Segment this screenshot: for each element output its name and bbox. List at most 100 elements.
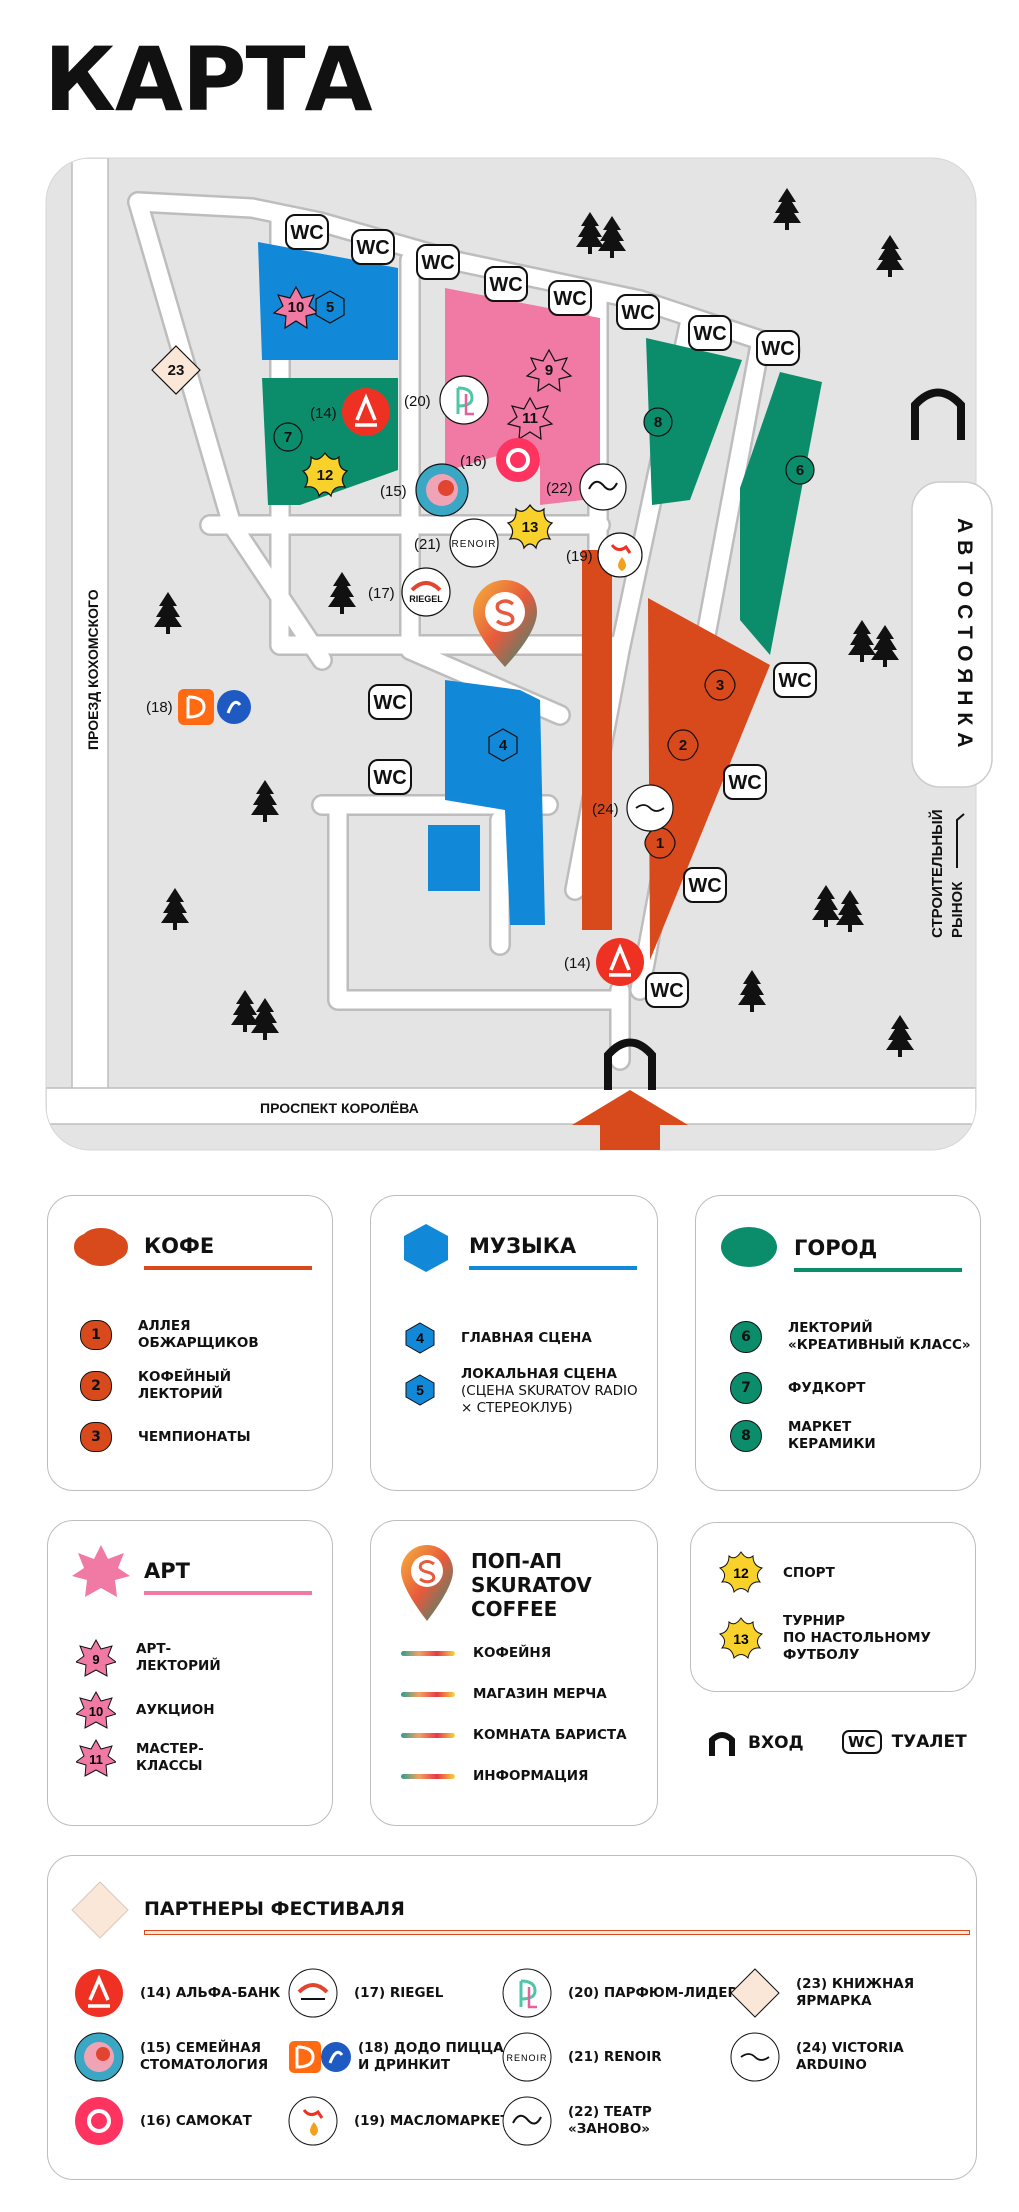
marker-1-icon: 1 xyxy=(644,827,676,859)
partner-item: (22) ТЕАТР «ЗАНОВО» xyxy=(502,2096,652,2146)
svg-text:WC: WC xyxy=(650,980,683,1002)
svg-text:WC: WC xyxy=(621,302,654,324)
svg-text:9: 9 xyxy=(92,1652,99,1667)
svg-text:12: 12 xyxy=(733,1565,749,1581)
legend-art-bar xyxy=(144,1591,312,1595)
legend-item-label: МАРКЕТ КЕРАМИКИ xyxy=(788,1419,876,1452)
svg-text:2: 2 xyxy=(679,737,687,754)
partners-bar xyxy=(144,1930,970,1935)
partner-item: (20) ПАРФЮМ-ЛИДЕР xyxy=(502,1968,737,2018)
wc-icon: WC xyxy=(756,330,800,366)
wc-icon: WC xyxy=(616,294,660,330)
svg-text:23: 23 xyxy=(168,362,185,379)
svg-text:WC: WC xyxy=(290,222,323,244)
marker-11-icon: 11 xyxy=(506,396,554,441)
street-bottom-label: ПРОСПЕКТ КОРОЛЁВА xyxy=(260,1100,419,1116)
drinkit-icon xyxy=(217,690,251,724)
samokat-icon xyxy=(75,2097,123,2145)
svg-text:4: 4 xyxy=(499,737,508,754)
partner-item: RENOIR (21) RENOIR xyxy=(502,2032,662,2082)
partner-ref-15: (15) xyxy=(380,483,407,500)
art-star-icon xyxy=(72,1545,130,1597)
wc-icon: WC xyxy=(773,662,817,698)
zone-city-8 xyxy=(646,338,742,505)
legend-music: МУЗЫКА 4 ГЛАВНАЯ СЦЕНА 5 ЛОКАЛЬНАЯ СЦЕНА… xyxy=(370,1195,658,1491)
svg-text:WC: WC xyxy=(421,252,454,274)
wc-icon: WC xyxy=(416,244,460,280)
legend-item-label: ЧЕМПИОНАТЫ xyxy=(138,1428,251,1445)
legend-popup: ПОП-АП SKURATOV COFFEE КОФЕЙНЯ МАГАЗИН М… xyxy=(370,1520,658,1826)
marker-8-icon: 8 xyxy=(643,407,673,437)
partner-markers: (14) (20) (15) (16) (22) RENOIR (21) xyxy=(146,375,674,986)
legend-art: АРТ 9 АРТ- ЛЕКТОРИЙ 10 АУКЦИОН 11 МАСТЕР… xyxy=(47,1520,333,1826)
svg-text:8: 8 xyxy=(654,414,662,431)
legend-item: 4 ГЛАВНАЯ СЦЕНА xyxy=(405,1322,592,1354)
marker-6-icon: 6 xyxy=(730,1321,762,1353)
popup-bar-icon xyxy=(401,1692,455,1697)
legend-item: 9 АРТ- ЛЕКТОРИЙ xyxy=(76,1639,221,1677)
renoir-icon: RENOIR xyxy=(449,518,499,568)
svg-text:11: 11 xyxy=(522,410,538,427)
parking: АВТОСТОЯНКА xyxy=(911,481,993,788)
coffee-shape-icon xyxy=(74,1228,128,1266)
legend-popup-title: ПОП-АП SKURATOV COFFEE xyxy=(471,1549,592,1621)
partner-ref-24: (24) xyxy=(592,801,619,818)
partner-label: (18) ДОДО ПИЦЦА И ДРИНКИТ xyxy=(358,2040,504,2073)
alfa-bank-icon xyxy=(75,1969,123,2017)
marker-10-icon: 10 xyxy=(76,1691,116,1729)
legend-item-label: КОФЕЙНЯ xyxy=(473,1645,552,1661)
partner-label: (15) СЕМЕЙНАЯ СТОМАТОЛОГИЯ xyxy=(140,2040,269,2073)
legend-city-bar xyxy=(794,1268,962,1272)
partner-label: (21) RENOIR xyxy=(568,2048,662,2065)
partner-label: (20) ПАРФЮМ-ЛИДЕР xyxy=(568,1984,738,2001)
music-hexagon-icon xyxy=(404,1224,448,1272)
marker-9-icon: 9 xyxy=(76,1639,116,1677)
svg-text:3: 3 xyxy=(716,677,724,694)
partner-item: (18) ДОДО ПИЦЦА И ДРИНКИТ xyxy=(288,2032,504,2082)
market-label-2: РЫНОК xyxy=(949,881,966,938)
marker-7-icon: 7 xyxy=(730,1372,762,1404)
stomatology-icon xyxy=(74,2032,124,2082)
legend-item: 11 МАСТЕР- КЛАССЫ xyxy=(76,1739,204,1777)
svg-text:WC: WC xyxy=(778,670,811,692)
legend-item-label: ЛЕКТОРИЙ «КРЕАТИВНЫЙ КЛАСС» xyxy=(788,1320,971,1353)
svg-text:4: 4 xyxy=(416,1330,424,1346)
partner-ref-14: (14) xyxy=(310,405,337,422)
svg-text:RENOIR: RENOIR xyxy=(506,2053,547,2063)
wc-icon: WC xyxy=(548,280,592,316)
svg-text:13: 13 xyxy=(522,519,539,536)
svg-text:1: 1 xyxy=(656,835,664,852)
svg-text:WC: WC xyxy=(373,767,406,789)
legend-item: 8 МАРКЕТ КЕРАМИКИ xyxy=(730,1419,876,1453)
marker-12-icon: 12 xyxy=(719,1551,763,1594)
marker-13-icon: 13 xyxy=(719,1616,763,1659)
svg-text:RIEGEL: RIEGEL xyxy=(409,594,443,604)
legend-item: 3 ЧЕМПИОНАТЫ xyxy=(80,1422,251,1452)
svg-text:WC: WC xyxy=(373,692,406,714)
wc-icon: WC xyxy=(285,214,329,250)
city-oval-icon xyxy=(721,1227,777,1267)
festival-map: АВТОСТОЯНКА ПРОЕЗД КОХОМСКОГО ПРОСПЕКТ К… xyxy=(45,157,993,1151)
marker-3-icon: 3 xyxy=(80,1422,112,1452)
partner-ref-21: (21) xyxy=(414,536,441,553)
wc-icon: WC xyxy=(484,266,528,302)
legend-item: 10 АУКЦИОН xyxy=(76,1691,215,1729)
riegel-icon: RIEGEL xyxy=(401,567,451,617)
victoria-arduino-icon xyxy=(626,784,674,832)
partner-ref-14: (14) xyxy=(564,955,591,972)
partner-item: (19) МАСЛОМАРКЕТ xyxy=(288,2096,510,2146)
marker-10-icon: 10 xyxy=(272,285,320,330)
legend-entrance: ВХОД xyxy=(708,1730,804,1756)
popup-bar-icon xyxy=(401,1651,455,1656)
partners-diamond-icon xyxy=(71,1881,129,1939)
legend-item: 7 ФУДКОРТ xyxy=(730,1372,865,1404)
svg-text:12: 12 xyxy=(317,467,334,484)
legend-toilet-label: ТУАЛЕТ xyxy=(891,1732,967,1752)
legend-entrance-label: ВХОД xyxy=(748,1733,804,1753)
partner-ref-20: (20) xyxy=(404,393,431,410)
partner-item: (15) СЕМЕЙНАЯ СТОМАТОЛОГИЯ xyxy=(74,2032,268,2082)
svg-text:WC: WC xyxy=(553,288,586,310)
legend-item: 6 ЛЕКТОРИЙ «КРЕАТИВНЫЙ КЛАСС» xyxy=(730,1320,971,1354)
svg-text:6: 6 xyxy=(796,462,804,479)
partner-label: (16) САМОКАТ xyxy=(140,2112,252,2129)
